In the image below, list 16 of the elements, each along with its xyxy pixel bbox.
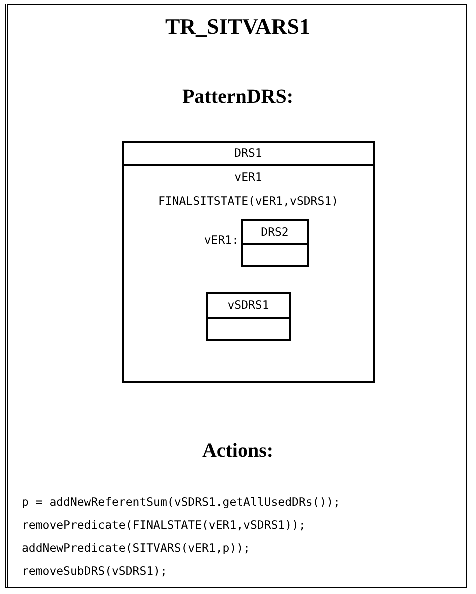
- drs-box: [206, 292, 291, 341]
- section-heading: PatternDRS:: [181, 86, 295, 109]
- drs-box: [241, 219, 309, 267]
- code-line: removePredicate(FINALSTATE(vER1,vSDRS1));: [22, 518, 306, 532]
- diagram-title: TR_SITVARS1: [164, 14, 312, 40]
- code-line: p = addNewReferentSum(vSDRS1.getAllUsedDRs());: [22, 495, 340, 509]
- drs-box: [122, 141, 375, 383]
- drs-header: DRS1: [124, 143, 373, 166]
- condition-text: FINALSITSTATE(vER1,vSDRS1): [157, 194, 340, 208]
- drs-header: vSDRS1: [208, 294, 289, 319]
- section-heading: Actions:: [201, 440, 275, 463]
- condition-text: vER1: [234, 170, 264, 184]
- drs-header: DRS2: [243, 221, 307, 245]
- code-line: removeSubDRS(vSDRS1);: [22, 564, 168, 578]
- code-line: addNewPredicate(SITVARS(vER1,p));: [22, 541, 250, 555]
- referent-label: vER1:: [203, 233, 239, 247]
